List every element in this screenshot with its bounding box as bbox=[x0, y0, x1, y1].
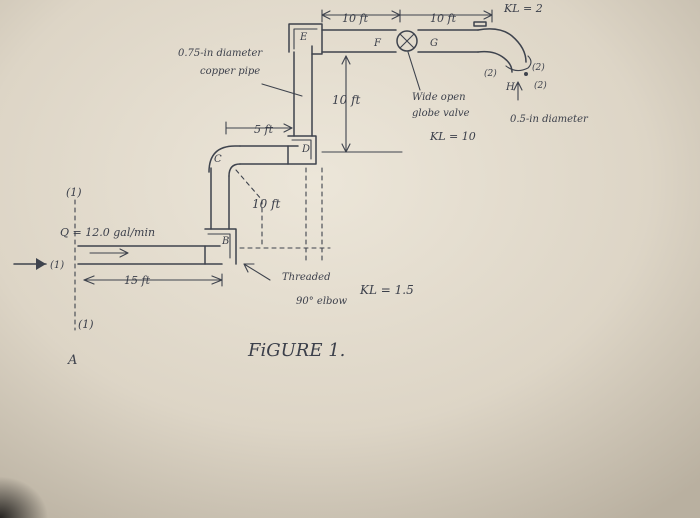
label-section-2c: (2) bbox=[534, 80, 547, 91]
label-elbow-1: Threaded bbox=[282, 272, 331, 283]
flow-direction-arrow bbox=[89, 248, 129, 258]
label-section-1-mid: (1) bbox=[50, 260, 64, 271]
faucet-spout bbox=[505, 55, 532, 72]
elbow-b-inner bbox=[207, 233, 231, 259]
label-point-h: H bbox=[505, 82, 515, 93]
globe-valve-cross bbox=[399, 33, 415, 49]
faucet bbox=[477, 28, 527, 73]
label-point-d: D bbox=[301, 144, 310, 155]
label-pipe-diameter: 0.75-in diameter bbox=[178, 48, 263, 59]
label-point-a: A bbox=[67, 353, 77, 368]
label-exit-diameter: 0.5-in diameter bbox=[510, 114, 589, 125]
label-kl-valve: KL = 10 bbox=[429, 130, 476, 143]
pointer-elbow bbox=[243, 263, 271, 281]
label-rise-lower: 10 ft bbox=[252, 197, 281, 211]
inflow-arrowhead bbox=[36, 258, 46, 270]
label-flow-rate: Q = 12.0 gal/min bbox=[60, 226, 155, 239]
label-rise-upper: 10 ft bbox=[332, 93, 361, 107]
label-len-c-d: 5 ft bbox=[254, 123, 274, 136]
elbow-b bbox=[204, 228, 237, 265]
pipe-segment-a-b bbox=[77, 245, 223, 265]
dim-upper-rise-arrows bbox=[341, 55, 351, 153]
pipe-segment-e-f bbox=[321, 29, 397, 53]
label-kl-faucet: KL = 2 bbox=[503, 2, 543, 15]
guide-d-verticals bbox=[305, 167, 323, 263]
label-elbow-2: 90° elbow bbox=[296, 296, 347, 307]
elbow-c bbox=[208, 145, 241, 177]
guide-lower-rise bbox=[235, 169, 263, 249]
globe-valve bbox=[396, 30, 418, 52]
label-section-2a: (2) bbox=[484, 68, 497, 79]
label-section-1-bottom: (1) bbox=[78, 318, 94, 331]
label-point-c: C bbox=[214, 154, 222, 165]
dim-top bbox=[321, 9, 493, 23]
faucet-handle bbox=[473, 21, 487, 27]
label-kl-elbow: KL = 1.5 bbox=[359, 283, 414, 297]
pipe-segment-f-g bbox=[417, 29, 479, 53]
pointer-valve bbox=[407, 51, 421, 91]
label-section-1-top: (1) bbox=[66, 186, 82, 199]
pointer-exit bbox=[513, 81, 523, 101]
dim-a-b-arrows bbox=[83, 275, 223, 285]
shadow-corner bbox=[0, 380, 160, 518]
label-len-a-b: 15 ft bbox=[124, 274, 151, 287]
exit-point bbox=[524, 72, 528, 76]
elbow-d bbox=[287, 135, 317, 165]
annotations: 0.75-in diameter copper pipe 10 ft 10 ft… bbox=[50, 2, 589, 368]
label-section-2b: (2) bbox=[532, 62, 545, 73]
dim-c-d-arrow bbox=[283, 123, 293, 133]
label-point-e: E bbox=[299, 32, 308, 43]
label-len-e-f: 10 ft bbox=[342, 12, 369, 25]
dim-upper-rise bbox=[321, 55, 403, 153]
elbow-d-inner bbox=[291, 139, 312, 160]
elbow-e-inner bbox=[293, 28, 318, 50]
dim-c-d bbox=[225, 121, 293, 135]
label-pipe-material: copper pipe bbox=[200, 66, 260, 77]
elbow-e bbox=[288, 23, 323, 55]
label-point-b: B bbox=[221, 236, 229, 247]
pipe-segment-b-c bbox=[210, 167, 230, 230]
dim-top-arrows bbox=[321, 10, 493, 20]
pipe-run bbox=[77, 21, 532, 265]
pointer-pipe-label bbox=[261, 83, 303, 97]
figure-title: FiGURE 1. bbox=[247, 340, 345, 361]
dimension-lines bbox=[13, 9, 528, 331]
label-len-g-h: 10 ft bbox=[430, 12, 457, 25]
label-point-g: G bbox=[430, 38, 438, 49]
label-valve-desc-1: Wide open bbox=[412, 92, 466, 103]
label-valve-desc-2: globe valve bbox=[412, 108, 470, 119]
label-point-f: F bbox=[373, 38, 382, 49]
